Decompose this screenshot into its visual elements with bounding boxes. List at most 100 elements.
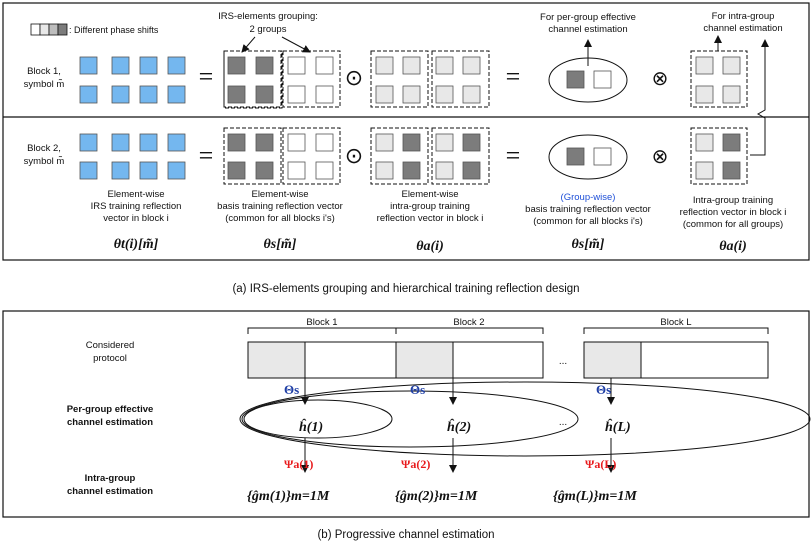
- intra-element: [462, 161, 481, 180]
- irs-element-blue: [167, 56, 186, 75]
- intra-element: [462, 85, 481, 104]
- grouping-note: IRS-elements grouping:: [218, 11, 318, 22]
- equation-2: θs[m̃]: [264, 237, 297, 252]
- intra-element: [462, 133, 481, 152]
- intra-element: [435, 85, 454, 104]
- h-estimate-label: ĥ(L): [605, 417, 631, 435]
- protocol-data-L: [640, 341, 769, 379]
- equals-op-4: =: [506, 141, 521, 170]
- group-wise-dark: [566, 70, 585, 89]
- equals-op-3: =: [506, 62, 521, 91]
- intra-group-note-line1: For intra-group: [712, 11, 775, 22]
- intra-box-g1-block2: [370, 127, 429, 185]
- caption1-line1: Element-wise: [107, 189, 164, 200]
- reflection-grids: [79, 50, 748, 185]
- intra-pattern: [695, 85, 714, 104]
- irs-element-blue: [79, 133, 98, 152]
- protocol-label-line2: protocol: [93, 353, 127, 364]
- intra-pattern: [722, 56, 741, 75]
- protocol-ellipsis: ...: [559, 356, 567, 367]
- caption5-line1: Intra-group training: [693, 195, 773, 206]
- protocol-pilot-1: [247, 341, 306, 379]
- odot-op-1: ⊙: [345, 65, 363, 90]
- intra-element: [402, 133, 421, 152]
- caption2-line3: (common for all blocks i's): [225, 213, 335, 224]
- theta-s-label: Θs: [410, 382, 425, 397]
- ellipse-h1: [243, 399, 393, 439]
- irs-element-blue: [79, 85, 98, 104]
- irs-element-blue: [111, 133, 130, 152]
- legend-swatch: [57, 23, 68, 36]
- irs-element-blue: [139, 161, 158, 180]
- basis-element-white: [315, 133, 334, 152]
- group1-box-block2: [223, 127, 282, 185]
- caption1-line2: IRS training reflection: [91, 201, 182, 212]
- basis-element-dark: [227, 161, 246, 180]
- estimation-ellipsis-2: ...: [559, 487, 567, 498]
- per-group-note-line2: channel estimation: [548, 24, 627, 35]
- intra-element: [435, 133, 454, 152]
- group-wise-white: [593, 147, 612, 166]
- group-wise-white: [593, 70, 612, 89]
- caption3-line3: reflection vector in block i: [377, 213, 484, 224]
- intra-pattern-box-block2: [690, 127, 748, 185]
- g-estimate-label: {ĝm(2)}m=1M: [395, 489, 478, 504]
- intra-element: [375, 56, 394, 75]
- basis-element-dark: [255, 56, 274, 75]
- grouping-arrow-right: [281, 36, 311, 53]
- basis-element-dark: [227, 133, 246, 152]
- basis-element-white: [287, 133, 306, 152]
- irs-element-blue: [167, 161, 186, 180]
- group2-box-block1: [282, 50, 341, 108]
- basis-element-white: [315, 161, 334, 180]
- protocol-data-1: [304, 341, 397, 379]
- basis-element-white: [287, 56, 306, 75]
- intra-pattern: [695, 56, 714, 75]
- group-ellipse-1: [548, 57, 628, 103]
- intra-element: [402, 56, 421, 75]
- basis-element-white: [287, 85, 306, 104]
- block-label-1: Block 1: [306, 317, 337, 328]
- equals-op-1: =: [199, 62, 214, 91]
- psi-a-label: Ψa(1): [284, 457, 313, 471]
- intra-element: [435, 161, 454, 180]
- protocol-data-2: [452, 341, 544, 379]
- intra-element: [402, 161, 421, 180]
- intra-pattern: [695, 133, 714, 152]
- odot-op-2: ⊙: [345, 143, 363, 168]
- caption3-line2: intra-group training: [390, 201, 470, 212]
- basis-element-white: [315, 56, 334, 75]
- h-estimate-label: ĥ(2): [447, 417, 471, 435]
- per-group-label-line2: channel estimation: [67, 417, 153, 428]
- legend-swatch: [39, 23, 50, 36]
- protocol-pilot-2: [395, 341, 454, 379]
- intra-box-g1-block1: [370, 50, 429, 108]
- caption3-line1: Element-wise: [401, 189, 458, 200]
- irs-element-blue: [139, 56, 158, 75]
- intra-group-label-line1: Intra-group: [85, 473, 136, 484]
- brace-block2: [396, 327, 544, 334]
- grouping-count: 2 groups: [250, 24, 287, 35]
- per-group-note-line1: For per-group effective: [540, 12, 636, 23]
- block2-label-line2: symbol m̃: [24, 155, 65, 167]
- intra-pattern: [722, 161, 741, 180]
- basis-element-dark: [227, 56, 246, 75]
- basis-element-white: [287, 161, 306, 180]
- basis-element-dark: [255, 161, 274, 180]
- irs-element-blue: [79, 161, 98, 180]
- intra-group-label-line2: channel estimation: [67, 486, 153, 497]
- legend-label: : Different phase shifts: [69, 25, 159, 35]
- irs-element-blue: [139, 85, 158, 104]
- estimation-ellipsis-1: ...: [559, 417, 567, 428]
- intra-box-g2-block1: [431, 50, 490, 108]
- otimes-op-1: ⊗: [652, 68, 669, 90]
- irs-element-blue: [167, 85, 186, 104]
- intra-element: [375, 161, 394, 180]
- equation-1: θt(i)[m̃]: [114, 237, 159, 252]
- h-estimate-label: ĥ(1): [299, 417, 323, 435]
- irs-element-blue: [111, 85, 130, 104]
- panel-b-border: [2, 310, 810, 518]
- intra-box-g2-block2: [431, 127, 490, 185]
- ellipse-h2: [241, 390, 579, 448]
